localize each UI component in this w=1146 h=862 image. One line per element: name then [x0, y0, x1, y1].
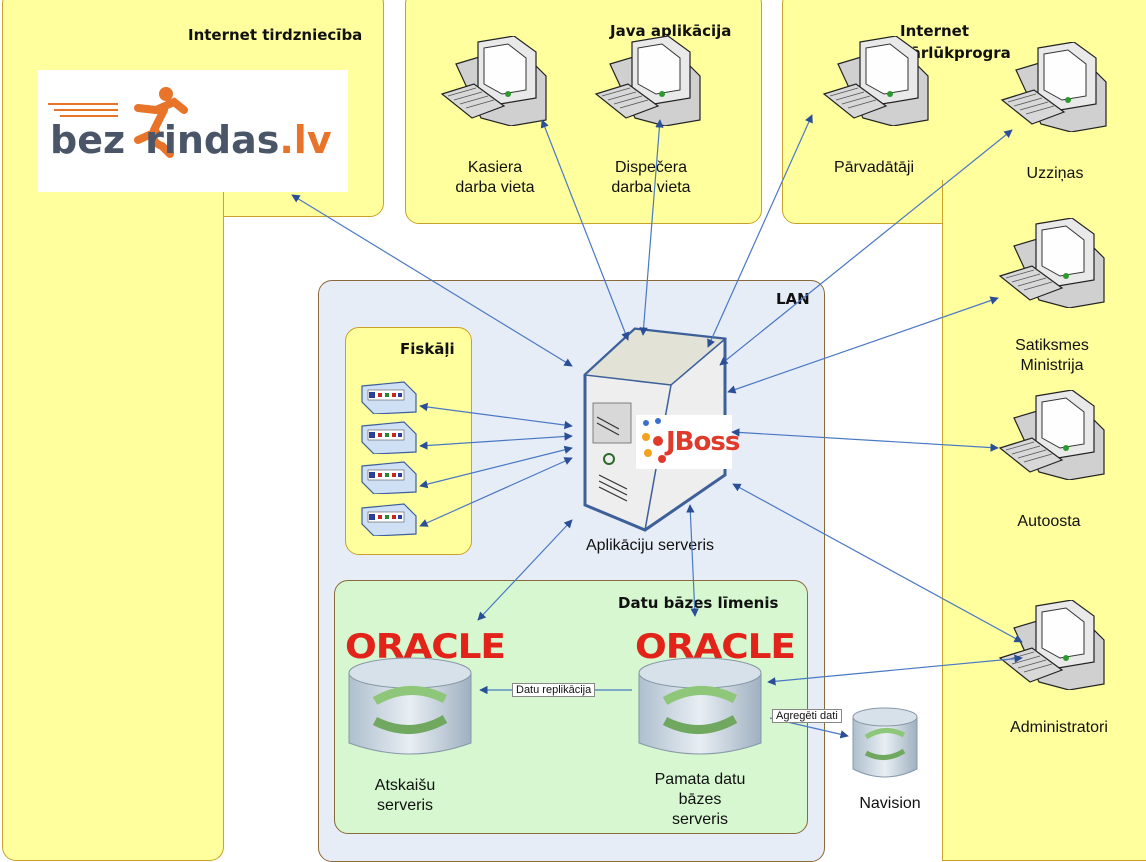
link-fiscal-4: [419, 457, 573, 527]
link-bus-station-server: [731, 428, 999, 452]
logo-text-right: rindas: [145, 118, 280, 162]
label-ministry: Satiksmes Ministrija: [1015, 337, 1089, 374]
label-admins: Administratori: [1010, 719, 1108, 736]
edge-label-aggregated: Agregēti dati: [772, 709, 842, 723]
label-inquiries: Uzziņas: [1026, 165, 1084, 182]
jboss-badge: JBoss: [666, 427, 740, 457]
label-report-server: Atskaišu serveris: [374, 777, 436, 814]
link-inquiries-server: [719, 129, 1013, 366]
label-bus-station: Autoosta: [1017, 513, 1081, 530]
main-db-cylinder-icon: [638, 657, 762, 755]
link-ministry-server: [727, 296, 999, 394]
zone-title-internet-trade: Internet tirdzniecība: [188, 26, 363, 44]
link-admins-main-db: [767, 654, 1023, 686]
link-logo-server: [291, 194, 573, 367]
zone-title-browser: Internet pārlūkprogra: [900, 22, 1011, 62]
report-db-cylinder-icon: [348, 657, 472, 755]
link-fiscal-1: [419, 402, 573, 430]
link-fiscal-3: [419, 445, 573, 489]
zone-title-java-app: Java aplikācija: [610, 22, 732, 40]
label-navision: Navision: [859, 795, 921, 812]
link-cashier-server: [540, 119, 630, 341]
zone-internet-trade-column: [2, 180, 224, 861]
link-admins-server: [732, 483, 1023, 643]
logo-tld: .lv: [279, 118, 332, 162]
jboss-logo: JBoss: [636, 415, 740, 469]
label-cashier: Kasiera darba vieta: [455, 159, 535, 196]
navision-db-cylinder-icon: [852, 707, 918, 778]
jboss-dots-icon: [642, 418, 666, 463]
logo-text-left: bez: [50, 118, 126, 162]
link-carriers-server: [707, 114, 813, 348]
link-server-report-db: [477, 519, 573, 621]
label-main-db-server: Pamata datu bāzes serveris: [654, 771, 746, 828]
link-dispatcher-server: [639, 119, 664, 336]
edge-label-replication: Datu replikācija: [512, 683, 596, 697]
label-application-server: Aplikāciju serveris: [585, 537, 715, 554]
bezrindas-logo: bez rindas.lv: [38, 70, 348, 192]
link-server-main-db: [686, 504, 699, 617]
runner-logo-icon: [48, 87, 188, 158]
link-fiscal-2: [419, 432, 573, 450]
